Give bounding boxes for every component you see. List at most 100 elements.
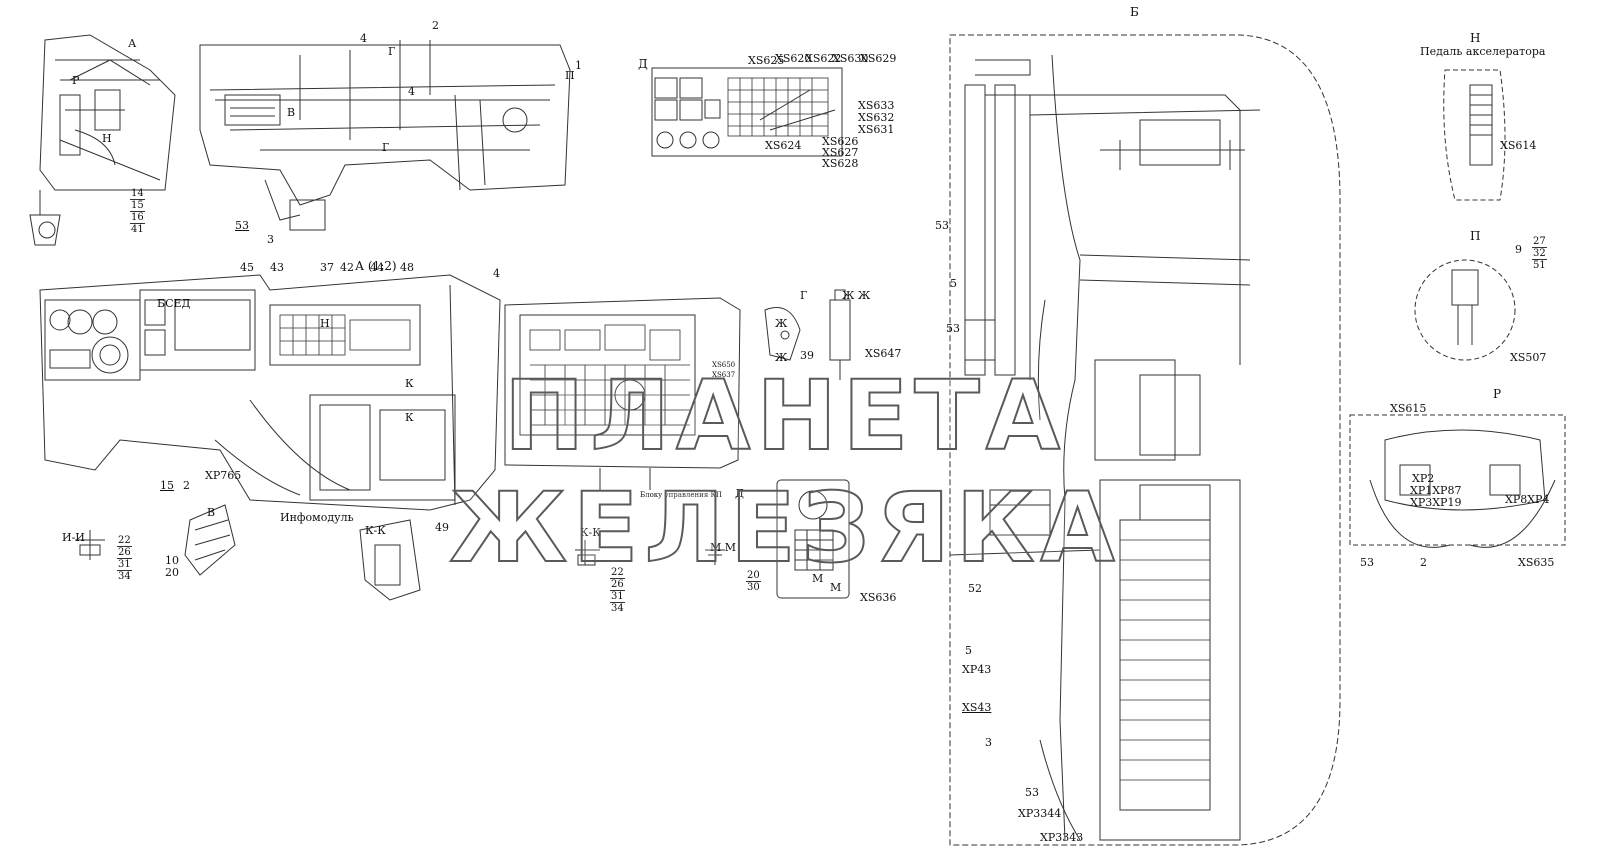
letter-d: Д — [735, 487, 744, 500]
view-heading-g: Г — [800, 289, 808, 302]
conn-xs620: XS620 — [775, 52, 812, 65]
conn-xs631: XS631 — [858, 123, 895, 136]
chassis-view-b — [949, 34, 1341, 846]
stack-kk-3: 31 — [610, 591, 625, 603]
view-heading-d: Д — [638, 57, 648, 71]
stack-left-3: 16 — [130, 212, 145, 224]
gearbox-ctrl-label: Блоку управления КП — [640, 491, 722, 499]
callout-5-chassis-1: 5 — [950, 277, 957, 290]
stack-ii-4: 34 — [118, 571, 131, 582]
letter-n-mid: Н — [320, 317, 330, 330]
letter-p-right: П — [565, 69, 575, 82]
conn-xs632: XS632 — [858, 111, 895, 124]
callout-3-top: 3 — [267, 233, 274, 246]
stack-ii: 22 26 31 34 — [117, 535, 132, 582]
conn-xp765: XP765 — [205, 469, 242, 482]
view-heading-kk1: К-К — [365, 524, 386, 537]
callout-5-chassis-2: 5 — [965, 644, 972, 657]
stack-left-4: 41 — [131, 224, 144, 235]
view-heading-p: П — [1470, 229, 1481, 243]
conn-xs614: XS614 — [1500, 139, 1537, 152]
conn-xs647: XS647 — [865, 347, 902, 360]
stack-p-3: 51 — [1533, 260, 1546, 271]
view-p-circle — [1414, 259, 1516, 361]
letter-v: В — [287, 106, 296, 119]
detail-mm — [705, 540, 725, 565]
conn-xs622: XS622 — [805, 52, 842, 65]
conn-xs507: XS507 — [1510, 351, 1547, 364]
view-heading-ii: И-И — [62, 531, 85, 544]
callout-45: 45 — [240, 261, 254, 274]
conn-xs650: XS650 — [712, 361, 736, 369]
callout-39: 39 — [800, 349, 814, 362]
callout-48: 48 — [400, 261, 414, 274]
pedal-label: Педаль акселератора — [1420, 45, 1546, 58]
callout-2-top: 2 — [432, 19, 439, 32]
conn-xs43: XS43 — [962, 701, 992, 714]
letter-zh-1: Ж — [775, 317, 788, 330]
detail-ii — [75, 530, 105, 560]
conn-xs615: XS615 — [1390, 402, 1427, 415]
view-heading-b: Б — [1130, 5, 1139, 19]
conn-xp2: XP2 — [1412, 472, 1435, 485]
conn-xs626: XS626 — [822, 135, 859, 148]
conn-xp1xp87: XP1XP87 — [1410, 484, 1462, 497]
letter-g-top: Г — [388, 45, 396, 58]
callout-3-chassis: 3 — [985, 736, 992, 749]
callout-44: 44 — [370, 261, 384, 274]
conn-xs629: XS629 — [860, 52, 897, 65]
callout-53-top: 53 — [235, 219, 249, 232]
callout-52: 52 — [968, 582, 982, 595]
callout-53-chassis-1: 53 — [935, 219, 949, 232]
view-heading-r: Р — [1493, 387, 1502, 401]
callout-4-roof: 4 — [408, 85, 415, 98]
stack-p: 27 32 51 — [1532, 236, 1547, 271]
callout-20: 20 — [165, 566, 179, 579]
callout-53-chassis-2: 53 — [946, 322, 960, 335]
callout-4-top: 4 — [360, 32, 367, 45]
conn-xs635: XS635 — [1518, 556, 1555, 569]
stack-kk-1: 22 — [610, 567, 625, 579]
view-heading-n: Н — [1470, 31, 1481, 45]
callout-4-dash: 4 — [493, 267, 500, 280]
callout-53-r: 53 — [1360, 556, 1374, 569]
letter-k-mid: К — [405, 411, 414, 424]
callout-53-chassis-3: 53 — [1025, 786, 1039, 799]
conn-xs637: XS637 — [712, 371, 736, 379]
cab-roof-frame — [199, 40, 571, 231]
detail-kk1 — [359, 519, 421, 601]
conn-xp43: XP43 — [962, 663, 992, 676]
view-heading-v: В — [207, 506, 216, 519]
conn-xs627: XS627 — [822, 146, 859, 159]
letter-g-bottom: Г — [382, 141, 390, 154]
stack-ii-3: 31 — [117, 559, 132, 571]
view-heading-a12: А (1:2) — [355, 259, 397, 273]
detail-g — [764, 307, 801, 361]
control-unit-view — [504, 297, 741, 490]
detail-kk2 — [575, 540, 600, 566]
callout-9: 9 — [1515, 243, 1522, 256]
conn-xs630: XS630 — [832, 52, 869, 65]
bsed-label: БСЕД — [157, 297, 191, 310]
letter-m-1: М — [812, 572, 824, 585]
stack-mm: 20 30 — [746, 570, 761, 593]
callout-15: 15 — [160, 479, 174, 492]
callout-1: 1 — [575, 59, 582, 72]
letter-k-top: К — [405, 377, 414, 390]
callout-43: 43 — [270, 261, 284, 274]
stack-kk-2: 26 — [610, 579, 625, 591]
view-heading-zhzh: Ж Ж — [842, 289, 871, 302]
letter-p: Р — [72, 74, 80, 87]
callout-42: 42 — [340, 261, 354, 274]
conn-xp3xp19: XP3XP19 — [1410, 496, 1462, 509]
stack-left: 14 15 16 41 — [130, 188, 145, 235]
stack-ii-2: 26 — [117, 547, 132, 559]
cab-side-view — [29, 34, 176, 246]
fuse-panel-view — [651, 67, 843, 157]
stack-mm-2: 30 — [747, 582, 760, 593]
stack-mm-1: 20 — [746, 570, 761, 582]
conn-xs624: XS624 — [765, 139, 802, 152]
conn-xp3344: XP3344 — [1018, 807, 1062, 820]
stack-kk: 22 26 31 34 — [610, 567, 625, 614]
detail-v — [184, 504, 236, 576]
